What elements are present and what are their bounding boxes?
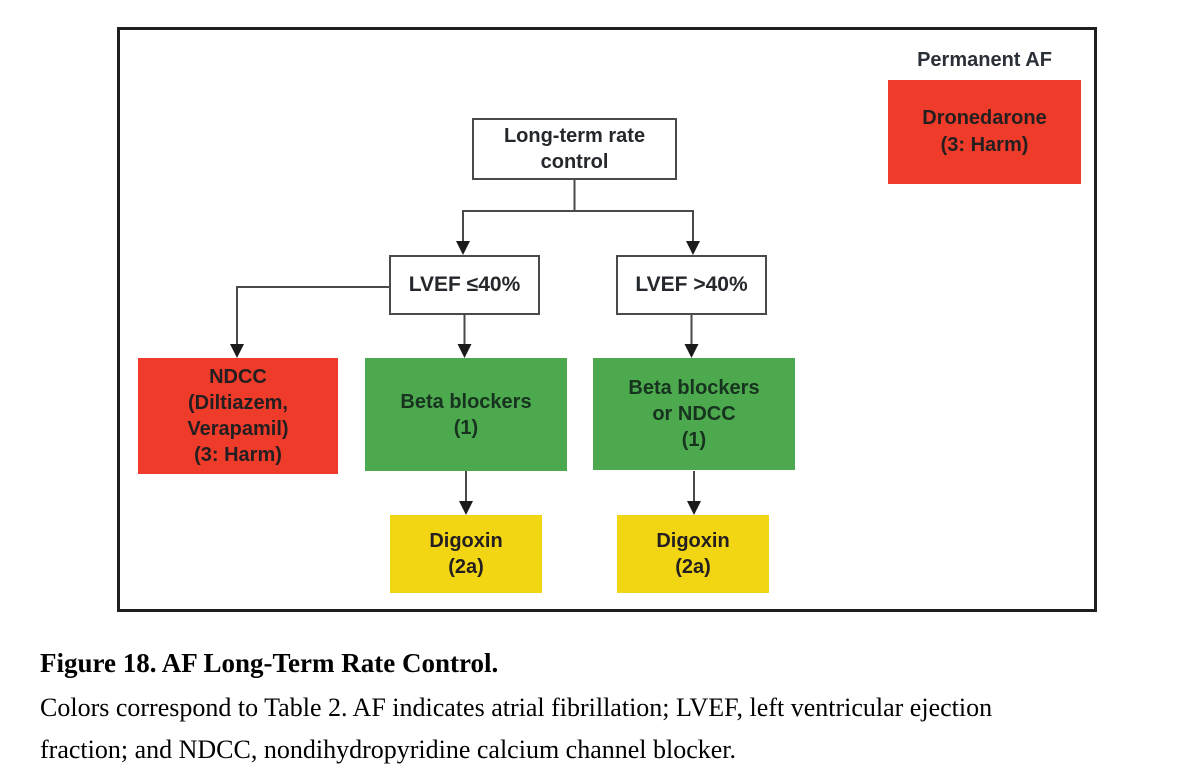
node-long-term-rate-control: Long-term rate control (472, 118, 677, 180)
connector-lvef-gt40-to-beta-ndcc (684, 315, 699, 358)
connector-beta-to-digoxin-left (459, 471, 473, 515)
connector-lvef-le40-to-ndcc (230, 286, 389, 358)
node-dronedarone: Dronedarone (3: Harm) (888, 80, 1081, 184)
node-lvef-le40: LVEF ≤40% (389, 255, 540, 315)
figure-caption-body: Colors correspond to Table 2. AF indicat… (40, 693, 993, 764)
figure-caption: Figure 18. AF Long-Term Rate Control. Co… (40, 645, 1165, 771)
node-digoxin-right: Digoxin (2a) (617, 515, 769, 593)
node-lvef-gt40: LVEF >40% (616, 255, 767, 315)
figure-panel: Permanent AF Dronedarone (3: Harm) Long-… (117, 27, 1097, 612)
connector-beta-ndcc-to-digoxin-right (687, 471, 701, 515)
connector-lvef-le40-to-beta (457, 315, 472, 358)
node-digoxin-left: Digoxin (2a) (390, 515, 542, 593)
node-ndcc: NDCC (Diltiazem, Verapamil) (3: Harm) (138, 358, 338, 474)
connector-long-term-split (456, 180, 700, 255)
node-beta-blockers: Beta blockers (1) (365, 358, 567, 471)
figure-caption-title: Figure 18. AF Long-Term Rate Control. (40, 648, 499, 678)
permanent-af-label: Permanent AF (917, 48, 1052, 71)
node-beta-blockers-or-ndcc: Beta blockers or NDCC (1) (593, 358, 795, 470)
